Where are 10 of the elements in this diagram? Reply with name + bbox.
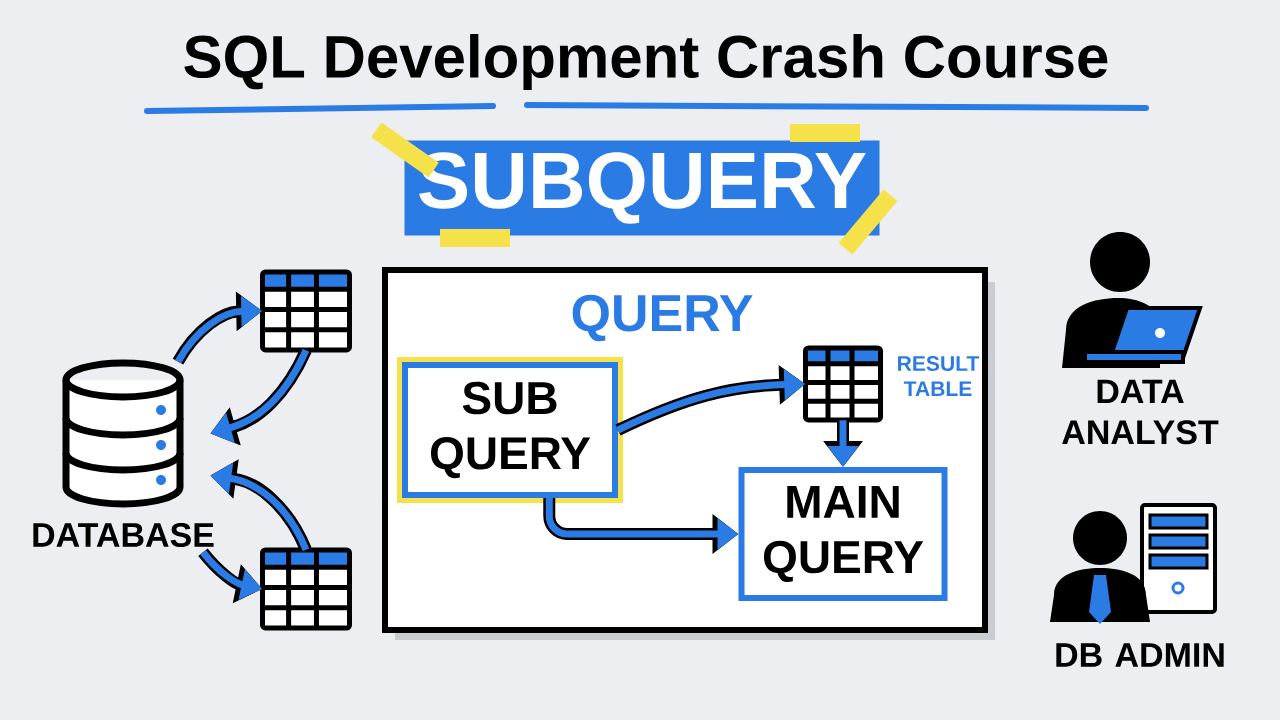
title: SQL Development Crash Course — [184, 34, 1108, 90]
banner: SUBQUERY — [404, 140, 880, 236]
database-label: DATABASE — [33, 522, 214, 547]
query-box: MAIN QUERY — [738, 467, 948, 601]
query-box: SUB QUERY — [397, 357, 623, 503]
table-caption: RESULT TABLE — [898, 356, 980, 396]
table-icon — [260, 269, 352, 353]
role-label: DATA ANALYST — [1062, 379, 1219, 445]
role-label: DB ADMIN — [1056, 643, 1224, 667]
table-icon — [260, 547, 352, 631]
